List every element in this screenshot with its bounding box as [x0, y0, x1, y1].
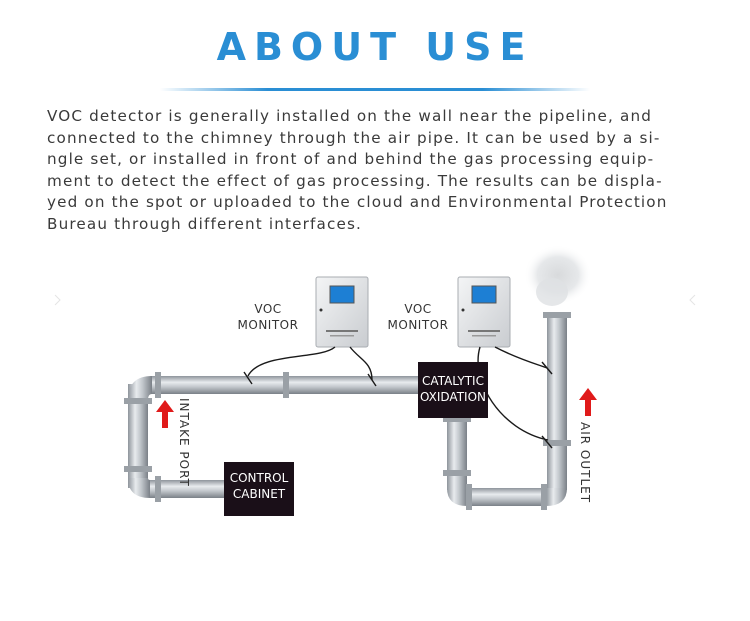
control-cabinet-label: CONTROL CABINET — [224, 470, 294, 502]
voc-monitor-left-line2: MONITOR — [237, 318, 299, 332]
description-line: ngle set, or installed in front of and b… — [47, 150, 655, 168]
catalytic-line1: CATALYTIC — [422, 374, 484, 388]
description-line: yed on the spot or uploaded to the cloud… — [47, 193, 668, 211]
sensor-cables — [243, 346, 553, 449]
voc-monitor-left-line1: VOC — [254, 302, 282, 316]
catalytic-oxidation-unit — [418, 362, 488, 418]
voc-monitor-right-line2: MONITOR — [387, 318, 449, 332]
voc-monitor-right-cabinet — [457, 276, 511, 348]
outlet-arrow-icon — [579, 388, 597, 416]
description-line: VOC detector is generally installed on t… — [47, 107, 653, 125]
control-cabinet-unit — [224, 462, 294, 516]
page-title: ABOUT USE — [216, 25, 534, 69]
voc-monitor-left-cabinet — [315, 276, 369, 348]
control-line1: CONTROL — [229, 471, 289, 485]
voc-monitor-right-label: VOC MONITOR — [378, 301, 458, 333]
catalytic-oxidation-label: CATALYTIC OXIDATION — [418, 373, 488, 405]
description-line: Bureau through different interfaces. — [47, 214, 362, 233]
description-text: VOC detector is generally installed on t… — [47, 106, 727, 235]
voc-monitor-right-line1: VOC — [404, 302, 432, 316]
description-line: connected to the chimney through the air… — [47, 128, 661, 147]
description-line: ment to detect the effect of gas process… — [47, 171, 663, 190]
air-outlet-label: AIR OUTLET — [578, 422, 592, 504]
catalytic-line2: OXIDATION — [419, 390, 487, 404]
control-line2: CABINET — [232, 487, 286, 501]
voc-monitor-left-label: VOC MONITOR — [228, 301, 308, 333]
title-underline — [160, 88, 590, 91]
intake-pipe — [124, 372, 420, 502]
intake-arrow-icon — [156, 400, 174, 428]
outlet-pipe — [443, 312, 571, 510]
intake-port-label: INTAKE PORT — [177, 398, 191, 487]
